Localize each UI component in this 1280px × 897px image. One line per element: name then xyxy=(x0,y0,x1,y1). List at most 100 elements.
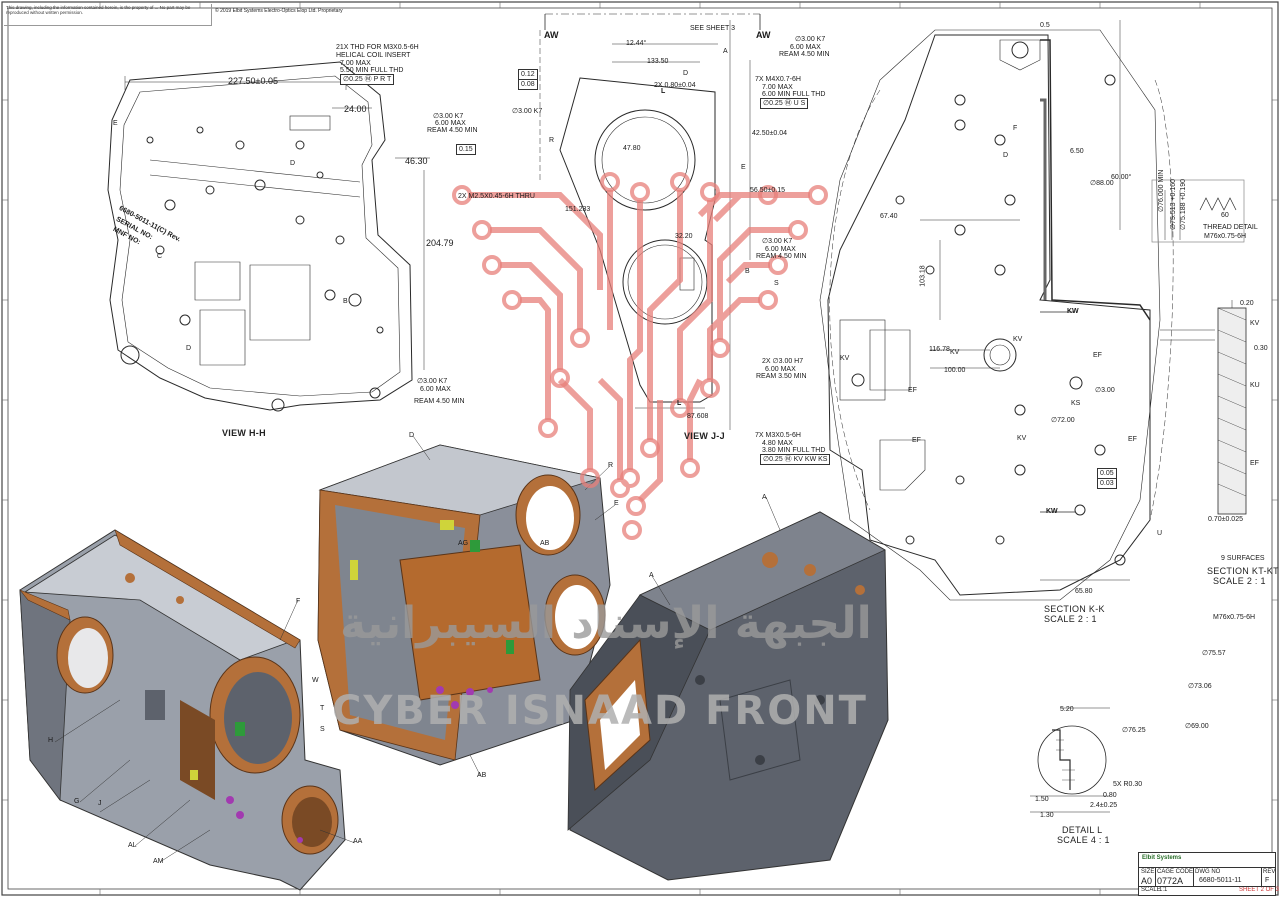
dim-5-20: 5.20 xyxy=(1060,706,1074,713)
dim-60-deg: 60.00° xyxy=(1111,174,1132,181)
dim-24: 24.00 xyxy=(344,104,367,114)
title-block-sheet: SHEET 2 OF 3 xyxy=(1239,887,1279,893)
dim-151-233: 151.233 xyxy=(565,206,591,213)
title-block-dwg-label: DWG NO xyxy=(1195,869,1221,875)
dim-dia-3: ∅3.00 xyxy=(1095,387,1115,394)
section-k-k-label: SECTION K-K xyxy=(1044,604,1105,614)
dim-1-30: 1.30 xyxy=(1040,812,1054,819)
section-k-k-drawing xyxy=(819,20,1215,601)
dim-dia-88: ∅88.00 xyxy=(1090,180,1114,187)
dim-227-50: 227.50±0.05 xyxy=(228,76,278,86)
datum-am-iso: AM xyxy=(153,858,164,865)
section-k-bottom: L xyxy=(677,400,682,407)
detail-l-scale: SCALE 4 : 1 xyxy=(1057,835,1110,845)
section-kt-top: KW xyxy=(1067,308,1079,315)
callout-ream-3-50: REAM 3.50 MIN xyxy=(756,373,807,380)
title-block-cage: 0772A xyxy=(1157,876,1184,886)
watermark-arabic-text: الجبهة الإسناد السيبرانية xyxy=(340,598,872,649)
dim-103-18: 103.18 xyxy=(919,265,927,287)
callout-7x-m4: 7X M4X0.7-6H xyxy=(755,76,801,83)
dim-60-thread: 60 xyxy=(1221,212,1229,219)
copyright-note: © 2019 Elbit Systems Electro-Optics Elop… xyxy=(215,8,343,14)
datum-ef-1: EF xyxy=(1093,352,1102,359)
datum-s-iso: S xyxy=(320,726,325,733)
datum-r-iso: R xyxy=(608,462,614,469)
datum-r-jj: R xyxy=(549,137,555,144)
datum-ef-2: EF xyxy=(908,387,917,394)
watermark-circuit-logo xyxy=(470,190,810,503)
dim-42-50: 42.50±0.04 xyxy=(752,130,787,137)
fcf-7x-m3: ∅0.25 Ⓜ KV KW KS xyxy=(760,454,831,465)
callout-depth-6-lower: 6.00 MAX xyxy=(420,386,451,393)
title-block: Elbit Systems SIZE A0 CAGE CODE 0772A DW… xyxy=(1138,852,1279,896)
datum-d-iso: D xyxy=(409,432,415,439)
dim-67-40: 67.40 xyxy=(880,213,898,220)
dim-dia-73: ∅73.06 xyxy=(1188,683,1212,690)
callout-7x-6min: 6.00 MIN FULL THD xyxy=(762,91,826,98)
datum-kv-kt: KV xyxy=(1250,320,1260,327)
datum-d: D xyxy=(290,160,296,167)
dim-47-80: 47.80 xyxy=(623,145,641,152)
title-block-rev-label: REV xyxy=(1263,869,1276,875)
dim-0-30: 0.30 xyxy=(1254,345,1268,352)
datum-a-jj: A xyxy=(723,48,728,55)
datum-kv-1: KV xyxy=(840,355,850,362)
datum-d-lower: D xyxy=(186,345,192,352)
callout-7-max: 7.00 MAX xyxy=(340,60,371,67)
callout-k7-lower: ∅3.00 K7 xyxy=(417,378,448,385)
datum-d-jj: D xyxy=(683,70,689,77)
datum-f-kk: F xyxy=(1013,125,1018,132)
dim-dia-69: ∅69.00 xyxy=(1185,723,1209,730)
fcf-0-08: 0.08 xyxy=(518,79,538,90)
callout-ream-lower: REAM 4.50 MIN xyxy=(414,398,465,405)
callout-helical-coil: HELICAL COIL INSERT xyxy=(336,52,411,59)
callout-ream-mid: REAM 4.50 MIN xyxy=(756,253,807,260)
iso-view-right xyxy=(567,511,889,881)
datum-ab-iso-2: AB xyxy=(477,772,487,779)
section-kt-kt-scale: SCALE 2 : 1 xyxy=(1213,576,1266,586)
callout-6max-h7: 6.00 MAX xyxy=(765,366,796,373)
datum-ef-4: EF xyxy=(1128,436,1137,443)
datum-a-iso-l: A xyxy=(649,572,654,579)
title-block-rev: F xyxy=(1265,877,1270,884)
callout-2x-0-80: 2X 0.80±0.04 xyxy=(654,82,696,89)
header-legal-notes: This drawing, including the information … xyxy=(4,4,212,26)
dim-2-4: 2.4±0.25 xyxy=(1090,802,1118,809)
datum-kv-4: KV xyxy=(1017,435,1027,442)
callout-k7-top: ∅3.00 K7 xyxy=(795,36,826,43)
datum-ku: KU xyxy=(1250,382,1260,389)
iso-view-left xyxy=(19,529,346,891)
datum-f-iso: F xyxy=(296,598,301,605)
watermark-circuit-nodes xyxy=(452,172,828,540)
view-h-h-drawing xyxy=(107,61,430,412)
callout-21x-thread: 21X THD FOR M3X0.5-6H xyxy=(336,44,419,51)
surf-9: 9 SURFACES xyxy=(1221,555,1265,562)
callout-7x-m3-4-80: 4.80 MAX xyxy=(762,440,793,447)
datum-ef-3: EF xyxy=(912,437,921,444)
thread-spec-kt: M76x0.75-6H xyxy=(1213,614,1256,621)
datum-b-jj: B xyxy=(745,268,750,275)
datum-d-kk: D xyxy=(1003,152,1009,159)
datum-kv-3: KV xyxy=(1013,336,1023,343)
dim-5x-r0-30: 5X R0.30 xyxy=(1113,781,1143,788)
dim-100: 100.00 xyxy=(944,367,966,374)
callout-depth-6: 6.00 MAX xyxy=(435,120,466,127)
datum-ag-iso: AG xyxy=(458,540,469,547)
datum-b: B xyxy=(343,298,348,305)
datum-kv-2: KV xyxy=(950,349,960,356)
title-block-size: A0 xyxy=(1141,876,1153,886)
datum-h-iso: H xyxy=(48,737,54,744)
callout-7x-7max: 7.00 MAX xyxy=(762,84,793,91)
datum-aa-iso: AA xyxy=(353,838,363,845)
thread-spec-label: M76x0.75-6H xyxy=(1204,233,1247,240)
fcf-7x-m4: ∅0.25 Ⓜ U S xyxy=(760,98,809,109)
datum-s-jj: S xyxy=(774,280,779,287)
title-block-scale: 1:1 xyxy=(1159,887,1168,893)
dim-0-5: 0.5 xyxy=(1040,22,1050,29)
dim-0-20: 0.20 xyxy=(1240,300,1254,307)
callout-6max-mid: 6.00 MAX xyxy=(765,246,796,253)
callout-2x-h7: 2X ∅3.00 H7 xyxy=(762,358,804,365)
callout-ream-4-50: REAM 4.50 MIN xyxy=(427,127,478,134)
callout-7x-m3-3-80: 3.80 MIN FULL THD xyxy=(762,447,826,454)
